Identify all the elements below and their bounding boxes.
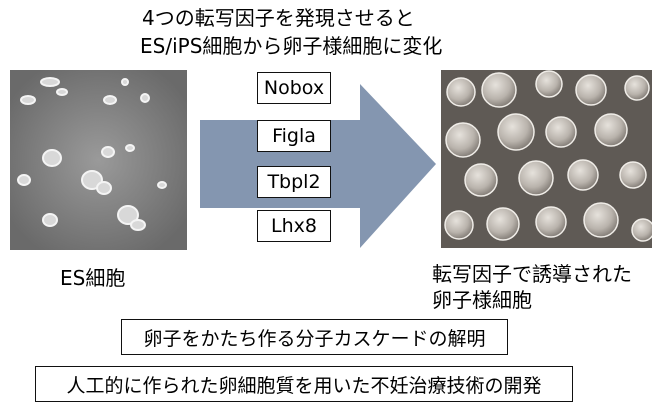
gene-box-nobox: Nobox <box>257 72 331 104</box>
induced-cell-label-line-2: 卵子様細胞 <box>432 288 532 312</box>
title-line-2: ES/iPS細胞から卵子様細胞に変化 <box>140 34 443 58</box>
gene-box-tbpl2: Tbpl2 <box>257 166 331 198</box>
induced-cell-label-line-1: 転写因子で誘導された <box>432 262 632 286</box>
title-line-1: 4つの転写因子を発現させると <box>142 6 415 30</box>
outcome-box-molecular-cascade: 卵子をかたち作る分子カスケードの解明 <box>121 319 508 355</box>
oocyte-like-cell-micrograph <box>441 70 652 248</box>
outcome-box-infertility-treatment: 人工的に作られた卵細胞質を用いた不妊治療技術の開発 <box>35 366 573 402</box>
gene-box-figla: Figla <box>257 120 331 152</box>
es-cell-label: ES細胞 <box>60 266 126 290</box>
gene-box-lhx8: Lhx8 <box>257 210 331 242</box>
es-cell-micrograph <box>10 70 187 250</box>
